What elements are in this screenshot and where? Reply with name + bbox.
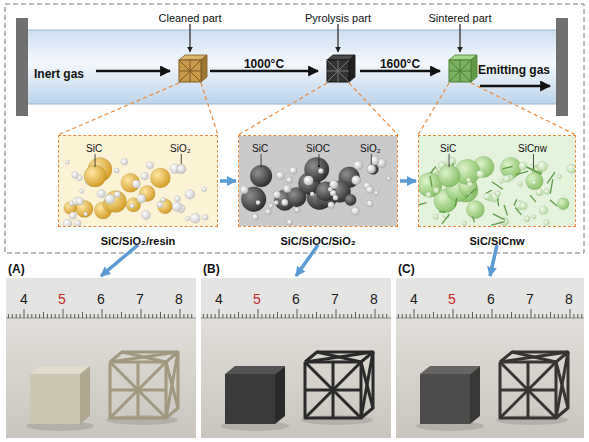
furnace-tube xyxy=(26,30,558,104)
text-slot: SiC/SiO₂/resin xyxy=(58,231,218,249)
stage-label: Sintered part xyxy=(429,12,492,24)
particle-label: SiCnw xyxy=(516,143,549,154)
text-slot: SiO₂ xyxy=(168,138,193,156)
particle-label: SiO₂ xyxy=(168,143,193,154)
text-slot: SiCnw xyxy=(516,138,549,156)
ruler-number: 5 xyxy=(448,291,456,307)
ruler-number: 7 xyxy=(331,291,339,307)
text-slot: 1600°C xyxy=(380,54,420,72)
particle-label: SiO₂ xyxy=(358,143,383,154)
ruler-number: 8 xyxy=(565,291,573,307)
ruler-number: 8 xyxy=(370,291,378,307)
text-slot: 7 xyxy=(331,290,339,308)
process-arrow xyxy=(101,245,138,276)
text-slot: 8 xyxy=(370,290,378,308)
zoom-frame xyxy=(58,135,218,227)
text-slot: SiC/SiCnw xyxy=(418,231,576,249)
ruler-number: 4 xyxy=(20,291,28,307)
text-slot: 4 xyxy=(215,290,223,308)
ruler-number: 7 xyxy=(136,291,144,307)
process-arrow xyxy=(400,179,416,183)
microstructure-panel: SiCSiO₂SiC/SiO₂/resin xyxy=(58,135,218,243)
text-slot: 5 xyxy=(448,290,456,308)
ruler-number: 6 xyxy=(292,291,300,307)
ruler-number: 6 xyxy=(487,291,495,307)
text-slot: SiC xyxy=(438,138,458,156)
particle-label: SiC xyxy=(438,143,458,154)
text-slot: 6 xyxy=(97,290,105,308)
text-slot: (C) xyxy=(398,259,415,277)
stage-label: Pyrolysis part xyxy=(305,12,371,24)
text-slot: 8 xyxy=(565,290,573,308)
text-slot: (A) xyxy=(8,259,25,277)
particle-label: SiC xyxy=(84,143,104,154)
text-slot: 1000°C xyxy=(244,54,284,72)
panel-caption: SiC/SiCnw xyxy=(469,235,524,247)
text-slot: SiC/SiOC/SiO₂ xyxy=(238,231,398,249)
ruler-number: 6 xyxy=(97,291,105,307)
text-slot: SiC xyxy=(84,138,104,156)
text-slot: 7 xyxy=(526,290,534,308)
text-slot: SiC xyxy=(250,138,270,156)
ruler-number: 8 xyxy=(175,291,183,307)
text-slot: SiO₂ xyxy=(358,138,383,156)
text-slot: 5 xyxy=(253,290,261,308)
text-slot: Emitting gas xyxy=(478,60,550,78)
temperature-label: 1600°C xyxy=(380,57,420,71)
text-slot: 7 xyxy=(136,290,144,308)
ruler-number: 7 xyxy=(526,291,534,307)
text-slot: 8 xyxy=(175,290,183,308)
particle-label: SiC xyxy=(250,143,270,154)
text-slot: 5 xyxy=(58,290,66,308)
outer-frame xyxy=(5,4,584,253)
text-slot: 4 xyxy=(410,290,418,308)
text-slot: 6 xyxy=(487,290,495,308)
ruler-number: 5 xyxy=(253,291,261,307)
text-slot: 6 xyxy=(292,290,300,308)
cleaned-part xyxy=(179,55,207,82)
ruler-number: 5 xyxy=(58,291,66,307)
leader-lines xyxy=(190,24,460,52)
zoom-lines xyxy=(58,83,576,135)
tube-flange xyxy=(16,18,28,116)
ruler-number: 4 xyxy=(215,291,223,307)
process-arrow xyxy=(220,179,236,183)
microstructure-panel: SiCSiCnwSiC/SiCnw xyxy=(418,135,576,243)
process-arrow xyxy=(490,245,497,276)
text-slot: 4 xyxy=(20,290,28,308)
text-slot: Sintered part xyxy=(429,8,492,26)
panel-caption: SiC/SiO₂/resin xyxy=(101,235,176,247)
panel-letter: (A) xyxy=(8,262,25,276)
text-slot: (B) xyxy=(203,259,220,277)
panel-letter: (B) xyxy=(203,262,220,276)
panel-caption: SiC/SiOC/SiO₂ xyxy=(280,235,355,247)
ruler-number: 4 xyxy=(410,291,418,307)
tube-flange xyxy=(556,18,568,116)
sintered-part xyxy=(449,55,477,82)
microstructure-panel: SiCSiOCSiO₂SiC/SiOC/SiO₂ xyxy=(238,135,398,243)
gas-label: Emitting gas xyxy=(478,63,550,77)
temperature-label: 1000°C xyxy=(244,57,284,71)
pyrolysis-part xyxy=(327,55,355,82)
text-slot: SiOC xyxy=(304,138,332,156)
panel-letter: (C) xyxy=(398,262,415,276)
microstructure-illustration xyxy=(59,136,218,227)
process-arrow xyxy=(296,245,318,276)
gas-label: Inert gas xyxy=(34,67,84,81)
text-slot: Pyrolysis part xyxy=(305,8,371,26)
text-slot: Cleaned part xyxy=(159,8,222,26)
particle-label: SiOC xyxy=(304,143,332,154)
stage-label: Cleaned part xyxy=(159,12,222,24)
text-slot: Inert gas xyxy=(34,64,84,82)
